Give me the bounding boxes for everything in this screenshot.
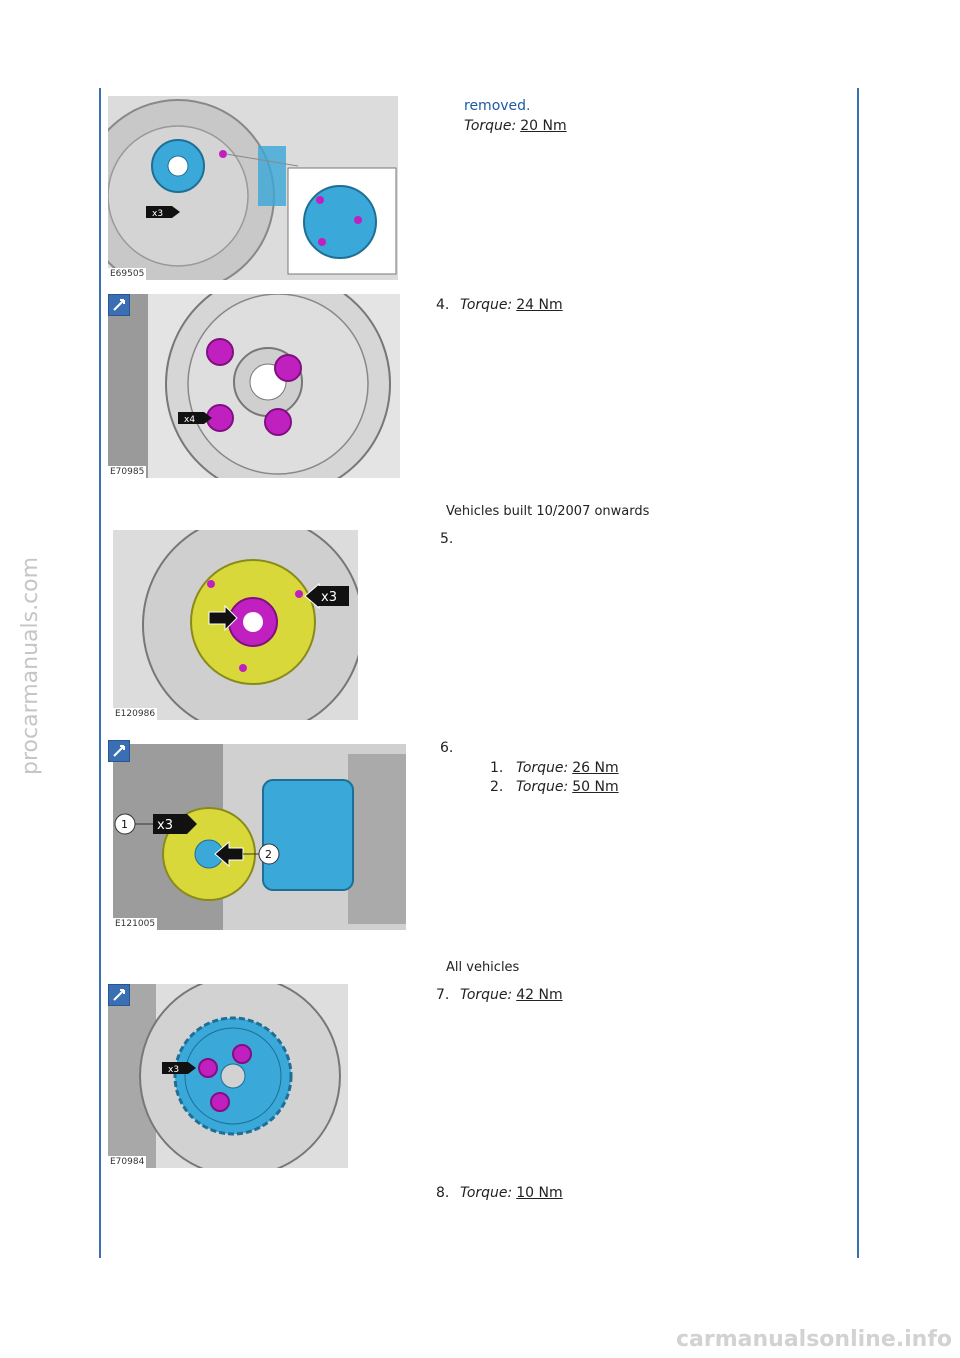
figure-5-callout-x3: x3 [168, 1065, 179, 1075]
figure-3: x3 E120986 [113, 530, 358, 720]
figure-4-callout-2: 2 [265, 848, 272, 861]
figure-1-illustration: x3 [108, 96, 398, 280]
figure-3-illustration: x3 [113, 530, 358, 720]
figure-2-code: E70985 [108, 466, 147, 478]
figure-4-callout-x3: x3 [157, 818, 173, 833]
watermark-bottom: carmanualsonline.info [676, 1327, 952, 1352]
step7-torque-value: 42 Nm [516, 987, 563, 1003]
left-border-line [99, 88, 101, 1258]
step6-item-2: 2. Torque:50 Nm [490, 779, 619, 795]
step6: 6. [440, 740, 464, 756]
figure-2-illustration: x4 [108, 294, 400, 478]
figure-3-callout-x3: x3 [321, 590, 337, 605]
right-border-line [857, 88, 859, 1258]
figure-2: x4 E70985 [108, 294, 400, 478]
figure-5-code: E70984 [108, 1156, 147, 1168]
zoom-icon[interactable] [108, 294, 130, 316]
figure-5-illustration: x3 [108, 984, 348, 1168]
figure-1-callout-x3: x3 [152, 209, 163, 219]
figure-4-code: E121005 [113, 918, 158, 930]
step8-torque-label: Torque: [460, 1185, 513, 1201]
step6-item-1-number: 1. [490, 760, 504, 776]
step8-number: 8. [436, 1185, 450, 1201]
step4-number: 4. [436, 297, 450, 313]
step3-torque-value: 20 Nm [520, 118, 567, 134]
figure-1: x3 E69505 [108, 96, 398, 280]
step6-item-1-torque-value: 26 Nm [572, 760, 619, 776]
figure-4: 1 x3 2 E121005 [113, 744, 406, 930]
step3-text: removed. [464, 98, 531, 114]
section-heading-all-vehicles: All vehicles [446, 960, 520, 975]
watermark-left: procarmanuals.com [18, 556, 43, 775]
figure-4-callout-1: 1 [121, 818, 128, 831]
step6-number: 6. [440, 740, 454, 756]
zoom-icon[interactable] [108, 984, 130, 1006]
step6-item-1-torque-label: Torque: [516, 760, 569, 776]
step6-item-2-torque-value: 50 Nm [572, 779, 619, 795]
step7-number: 7. [436, 987, 450, 1003]
zoom-icon[interactable] [108, 740, 130, 762]
step7: 7. Torque:42 Nm [436, 987, 563, 1003]
step5: 5. [440, 531, 464, 547]
step6-item-1: 1. Torque:26 Nm [490, 760, 619, 776]
step5-number: 5. [440, 531, 454, 547]
step6-item-2-torque-label: Torque: [516, 779, 569, 795]
step8: 8. Torque:10 Nm [436, 1185, 563, 1201]
step3-torque-label: Torque: [464, 118, 517, 134]
step3-torque: Torque:20 Nm [464, 118, 567, 134]
step4-torque-label: Torque: [460, 297, 513, 313]
step4: 4. Torque:24 Nm [436, 297, 563, 313]
figure-2-callout-x4: x4 [184, 415, 195, 425]
step7-torque-label: Torque: [460, 987, 513, 1003]
step8-torque-value: 10 Nm [516, 1185, 563, 1201]
figure-4-illustration: 1 x3 2 [113, 744, 406, 930]
step4-torque-value: 24 Nm [516, 297, 563, 313]
section-heading-vehicles-built: Vehicles built 10/2007 onwards [446, 504, 650, 519]
figure-1-code: E69505 [108, 268, 147, 280]
figure-5: x3 E70984 [108, 984, 348, 1168]
step6-item-2-number: 2. [490, 779, 504, 795]
figure-3-code: E120986 [113, 708, 158, 720]
